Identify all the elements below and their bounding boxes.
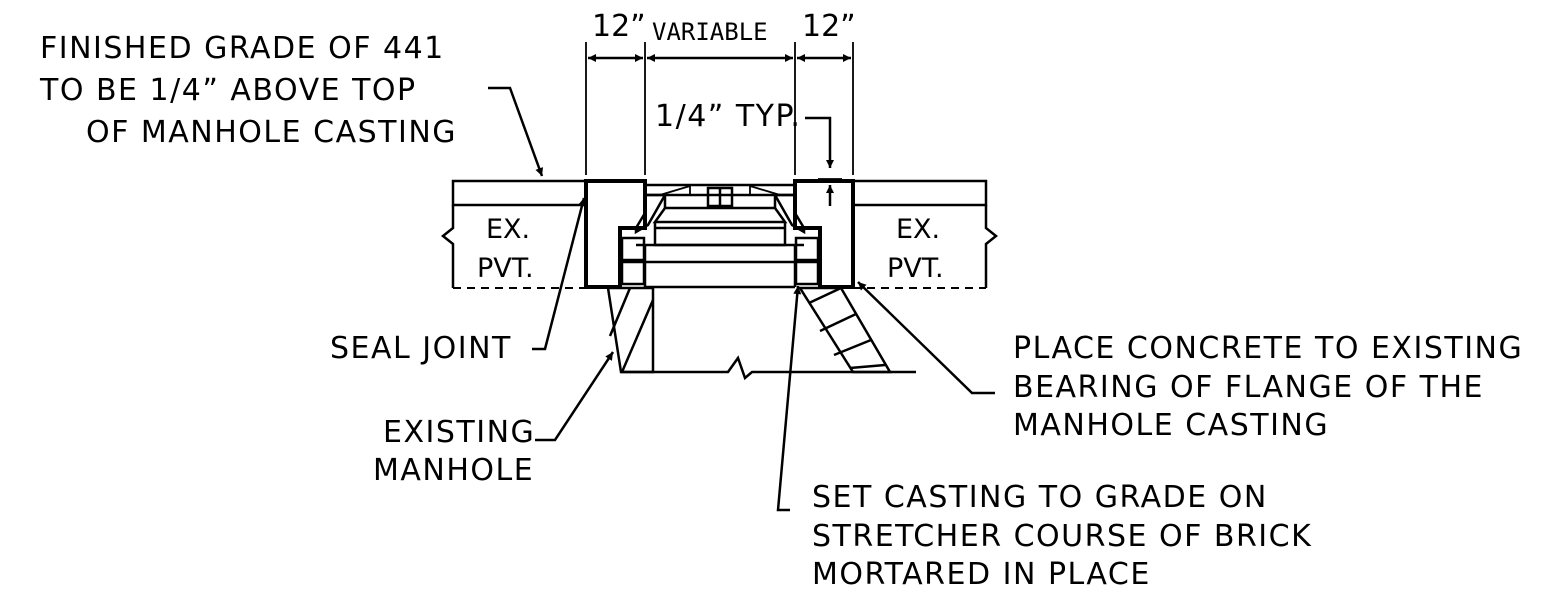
ex-pvt-right-line-1: EX. <box>896 214 940 245</box>
leader-existing-manhole <box>535 351 615 442</box>
dimension-right-12in: 12” <box>802 9 856 44</box>
dimension-variable: VARIABLE <box>652 18 768 46</box>
seal-joint-label: SEAL JOINT <box>330 331 512 366</box>
brick-left-upper <box>620 236 646 262</box>
finished-grade-line-1: FINISHED GRADE OF 441 <box>40 31 445 66</box>
place-concrete-line-3: MANHOLE CASTING <box>1013 408 1329 443</box>
existing-manhole-line-1: EXISTING <box>383 415 535 450</box>
break-line-left <box>440 205 455 288</box>
set-casting-line-3: MORTARED IN PLACE <box>812 557 1151 592</box>
concrete-collar-right <box>793 179 855 289</box>
pavement-surface-left <box>451 179 588 207</box>
ex-pvt-right-line-2: PVT. <box>887 253 944 284</box>
pavement-surface-right <box>851 179 988 207</box>
existing-manhole-line-2: MANHOLE <box>373 453 534 488</box>
leader-seal-joint <box>532 197 586 351</box>
leader-set-casting <box>776 285 802 512</box>
manhole-bottom-break <box>621 355 916 381</box>
place-concrete-line-2: BEARING OF FLANGE OF THE <box>1013 370 1484 405</box>
break-line-right <box>984 205 999 288</box>
dimension-left-12in: 12” <box>592 9 646 44</box>
finished-grade-line-2: TO BE 1/4” ABOVE TOP <box>39 73 417 108</box>
manhole-wall-left <box>606 286 655 374</box>
brick-right-upper <box>794 236 820 262</box>
brick-right-lower <box>794 260 820 286</box>
ex-pvt-left-line-1: EX. <box>486 214 530 245</box>
existing-manhole-walls <box>606 286 916 381</box>
ex-pvt-left-line-2: PVT. <box>477 253 534 284</box>
brick-left-lower <box>620 260 646 286</box>
leader-finished-grade <box>488 86 544 177</box>
dimension-lines <box>585 42 854 206</box>
place-concrete-line-1: PLACE CONCRETE TO EXISTING <box>1013 331 1523 366</box>
concrete-collar-left <box>584 179 647 289</box>
finished-grade-line-3: OF MANHOLE CASTING <box>86 115 457 150</box>
annotation-text: FINISHED GRADE OF 441 TO BE 1/4” ABOVE T… <box>39 9 1523 592</box>
set-casting-line-1: SET CASTING TO GRADE ON <box>812 480 1268 515</box>
set-casting-line-2: STRETCHER COURSE OF BRICK <box>812 519 1312 554</box>
dimension-quarter-inch-typ: 1/4” TYP. <box>655 99 801 134</box>
leader-place-concrete <box>857 281 995 395</box>
leader-lines <box>488 86 995 512</box>
manhole-casting <box>620 183 820 289</box>
